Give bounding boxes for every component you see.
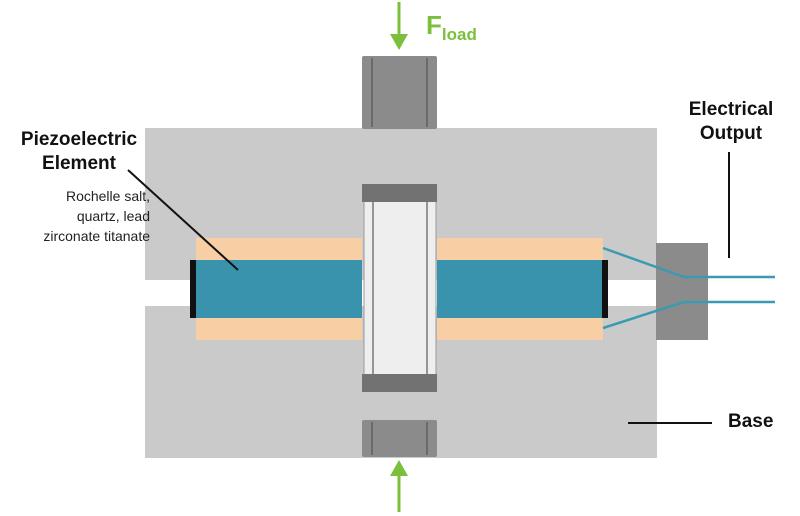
output-wire-lower <box>602 300 775 330</box>
center-column-bottom-cap <box>362 374 437 392</box>
top-plunger <box>362 56 437 129</box>
left-end-cap <box>190 260 196 318</box>
left-piezo-element <box>194 260 362 318</box>
load-arrow-bottom <box>390 460 408 512</box>
electrical-line-2: Output <box>699 123 763 144</box>
base-label: Base <box>728 411 774 432</box>
force-load-label: Fload <box>426 10 477 45</box>
electrical-output-label: Electrical Output <box>676 98 786 146</box>
electrical-line-1: Electrical <box>688 99 774 120</box>
piezo-materials-text: Rochelle salt, quartz, lead zirconate ti… <box>0 186 150 246</box>
output-connector <box>656 243 708 340</box>
piezo-title-line-2: Element <box>42 153 116 174</box>
piezo-title-line-1: Piezoelectric <box>20 129 138 150</box>
force-symbol: F <box>426 10 442 40</box>
piezoelectric-element-label: Piezoelectric Element <box>4 128 154 176</box>
center-column <box>363 189 437 381</box>
output-wire-upper <box>602 246 775 279</box>
center-column-top-cap <box>362 184 437 202</box>
piezo-sub-line-1: Rochelle salt, <box>65 188 150 204</box>
right-piezo-element <box>437 260 605 318</box>
bottom-plunger <box>362 420 437 457</box>
piezo-sub-line-3: zirconate titanate <box>43 228 150 244</box>
piezo-leader-line <box>127 169 239 271</box>
piezo-sub-line-2: quartz, lead <box>76 208 150 224</box>
right-end-cap <box>602 260 608 318</box>
force-subscript: load <box>441 25 477 44</box>
load-arrow-top <box>390 2 408 50</box>
